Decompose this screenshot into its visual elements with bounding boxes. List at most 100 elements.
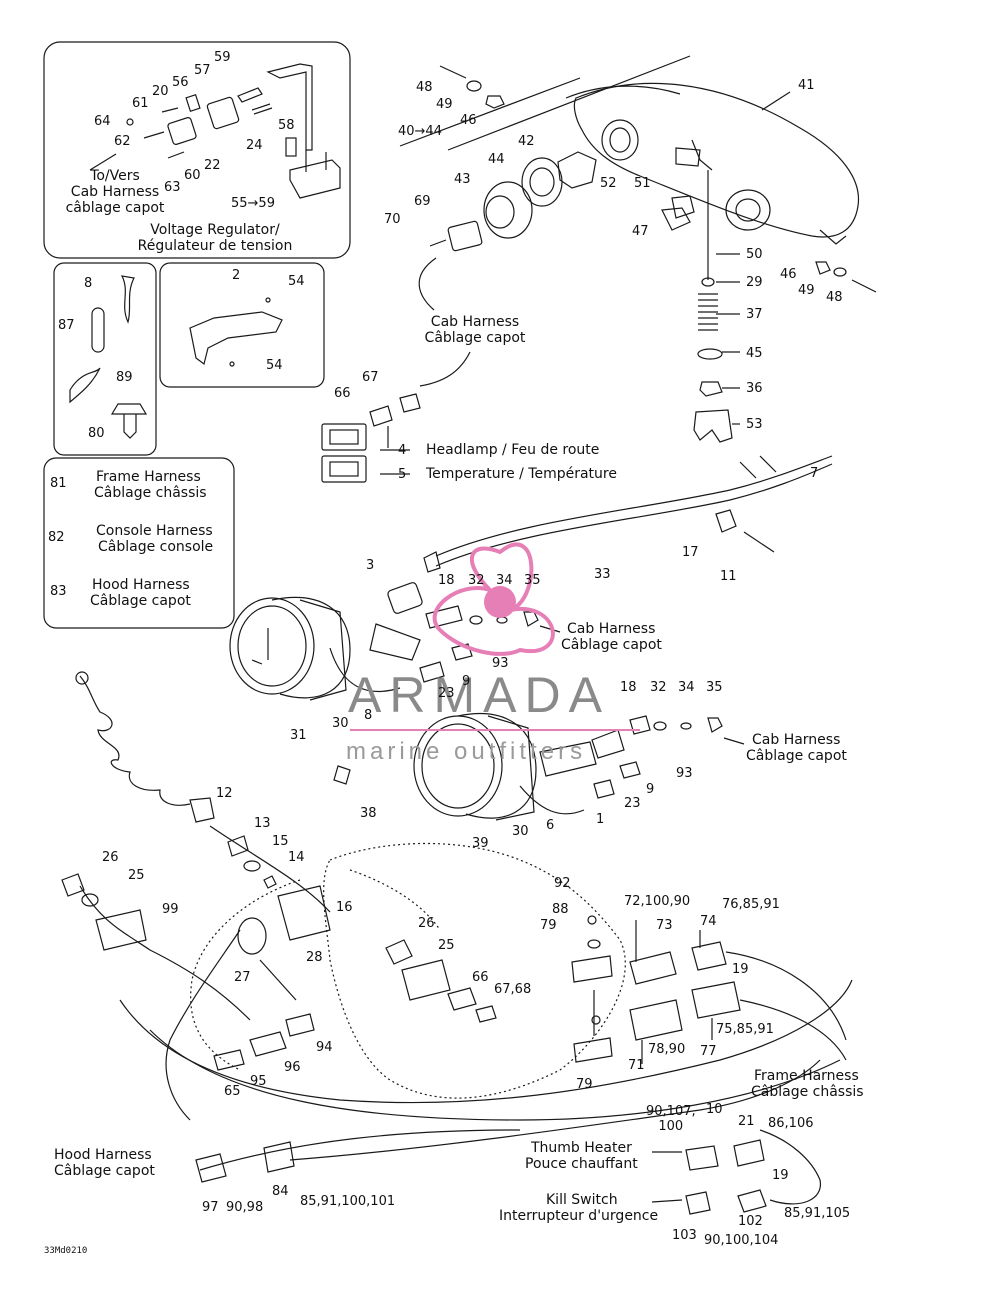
small-parts (69, 275, 148, 439)
part-label: 22 (204, 158, 221, 173)
hood-outline (190, 842, 626, 1099)
part-label: 54 (266, 358, 283, 373)
part-label: 88 (552, 902, 569, 917)
part-label: 53 (746, 417, 763, 432)
part-label: 4 (398, 443, 407, 458)
caption-hood-harness-fr: Câblage capot (54, 1163, 155, 1179)
reference-code: 33Md0210 (44, 1246, 88, 1256)
part-label: 85,91,105 (784, 1206, 851, 1221)
part-label: 25 (438, 938, 455, 953)
part-label: 1 (596, 812, 605, 827)
part-label: 23 (624, 796, 641, 811)
caption-cab-harness-1: Cab Harness (430, 314, 520, 330)
part-label: 49 (436, 97, 453, 112)
indicator-lamps (321, 393, 421, 483)
gauge-39 (333, 713, 745, 821)
part-label: 3 (366, 558, 375, 573)
part-label: 27 (234, 970, 251, 985)
part-label: 34 (496, 573, 513, 588)
part-label: 26 (418, 916, 435, 931)
part-label: 90,107, 100 (646, 1104, 696, 1134)
part-label: 39 (472, 836, 489, 851)
part-label: 14 (288, 850, 305, 865)
bracket-box (159, 262, 325, 388)
part-label: 36 (746, 381, 763, 396)
part-label: 17 (682, 545, 699, 560)
part-label: 9 (646, 782, 655, 797)
part-label: 46 (780, 267, 797, 282)
part-label: 44 (488, 152, 505, 167)
part-label: 58 (278, 118, 295, 133)
part-label: 6 (546, 818, 555, 833)
caption-thumb-heater-fr: Pouce chauffant (525, 1156, 638, 1172)
part-label: 93 (492, 656, 509, 671)
part-label: 31 (290, 728, 307, 743)
part-label: 19 (732, 962, 749, 977)
voltage-to-label: To/Vers (90, 168, 140, 184)
part-label: 5 (398, 467, 407, 482)
part-label: 10 (706, 1102, 723, 1117)
part-label: 87 (58, 318, 75, 333)
part-label: 86,106 (768, 1116, 814, 1131)
part-label: 32 (468, 573, 485, 588)
part-label: 102 (738, 1214, 763, 1229)
part-label: 25 (128, 868, 145, 883)
part-label: 50 (746, 247, 763, 262)
voltage-regulator-title-fr: Régulateur de tension (137, 238, 293, 254)
adjuster-stack (661, 170, 877, 443)
part-label: 90,98 (226, 1200, 264, 1215)
part-label: 69 (414, 194, 431, 209)
part-label: 42 (518, 134, 535, 149)
part-label: 67 (362, 370, 379, 385)
part-label: 33 (594, 567, 611, 582)
part-label: 45 (746, 346, 763, 361)
caption-cab-harness-3-fr: Câblage capot (746, 748, 847, 764)
part-label: 99 (162, 902, 179, 917)
part-label: 84 (272, 1184, 289, 1199)
caption-frame-harness: Frame Harness (754, 1068, 859, 1084)
caption-frame-harness-fr: Câblage châssis (751, 1084, 864, 1100)
part-label: 66 (472, 970, 489, 985)
part-label: 52 (600, 176, 617, 191)
part-label: 90,100,104 (704, 1233, 779, 1248)
watermark-word: ARMADA (348, 667, 610, 723)
part-label: 38 (360, 806, 377, 821)
part-label: 57 (194, 63, 211, 78)
part-label: 48 (416, 80, 433, 95)
legend-82-en: Console Harness (96, 523, 213, 539)
caption-temperature: Temperature / Température (426, 466, 617, 482)
part-label: 21 (738, 1114, 755, 1129)
part-label: 47 (632, 224, 649, 239)
part-label: 35 (706, 680, 723, 695)
part-label: 35 (524, 573, 541, 588)
legend-82-fr: Câblage console (98, 539, 214, 555)
part-label: 97 (202, 1200, 219, 1215)
legend-83-fr: Câblage capot (90, 593, 191, 609)
part-label: 7 (810, 466, 819, 481)
part-label: 80 (88, 426, 105, 441)
legend-83-number: 83 (50, 584, 67, 599)
part-label: 94 (316, 1040, 333, 1055)
part-label: 40→44 (398, 124, 442, 139)
headlamp-housing (565, 82, 860, 245)
part-label: 79 (576, 1077, 593, 1092)
legend-81-en: Frame Harness (96, 469, 201, 485)
part-label: 64 (94, 114, 111, 129)
part-label: 72,100,90 (624, 894, 691, 909)
bottom-connectors (195, 1139, 767, 1215)
part-label: 103 (672, 1228, 697, 1243)
bracket (189, 297, 283, 367)
part-label: 95 (250, 1074, 267, 1089)
part-label: 54 (288, 274, 305, 289)
part-label: 76,85,91 (722, 897, 780, 912)
part-label: 9 (462, 674, 471, 689)
part-label: 61 (132, 96, 149, 111)
headlamp-bulb-assembly (429, 147, 701, 252)
caption-cab-harness-2: Cab Harness (567, 621, 656, 637)
part-label: 79 (540, 918, 557, 933)
part-label: 93 (676, 766, 693, 781)
caption-headlamp: Headlamp / Feu de route (426, 442, 600, 458)
part-label: 18 (620, 680, 637, 695)
